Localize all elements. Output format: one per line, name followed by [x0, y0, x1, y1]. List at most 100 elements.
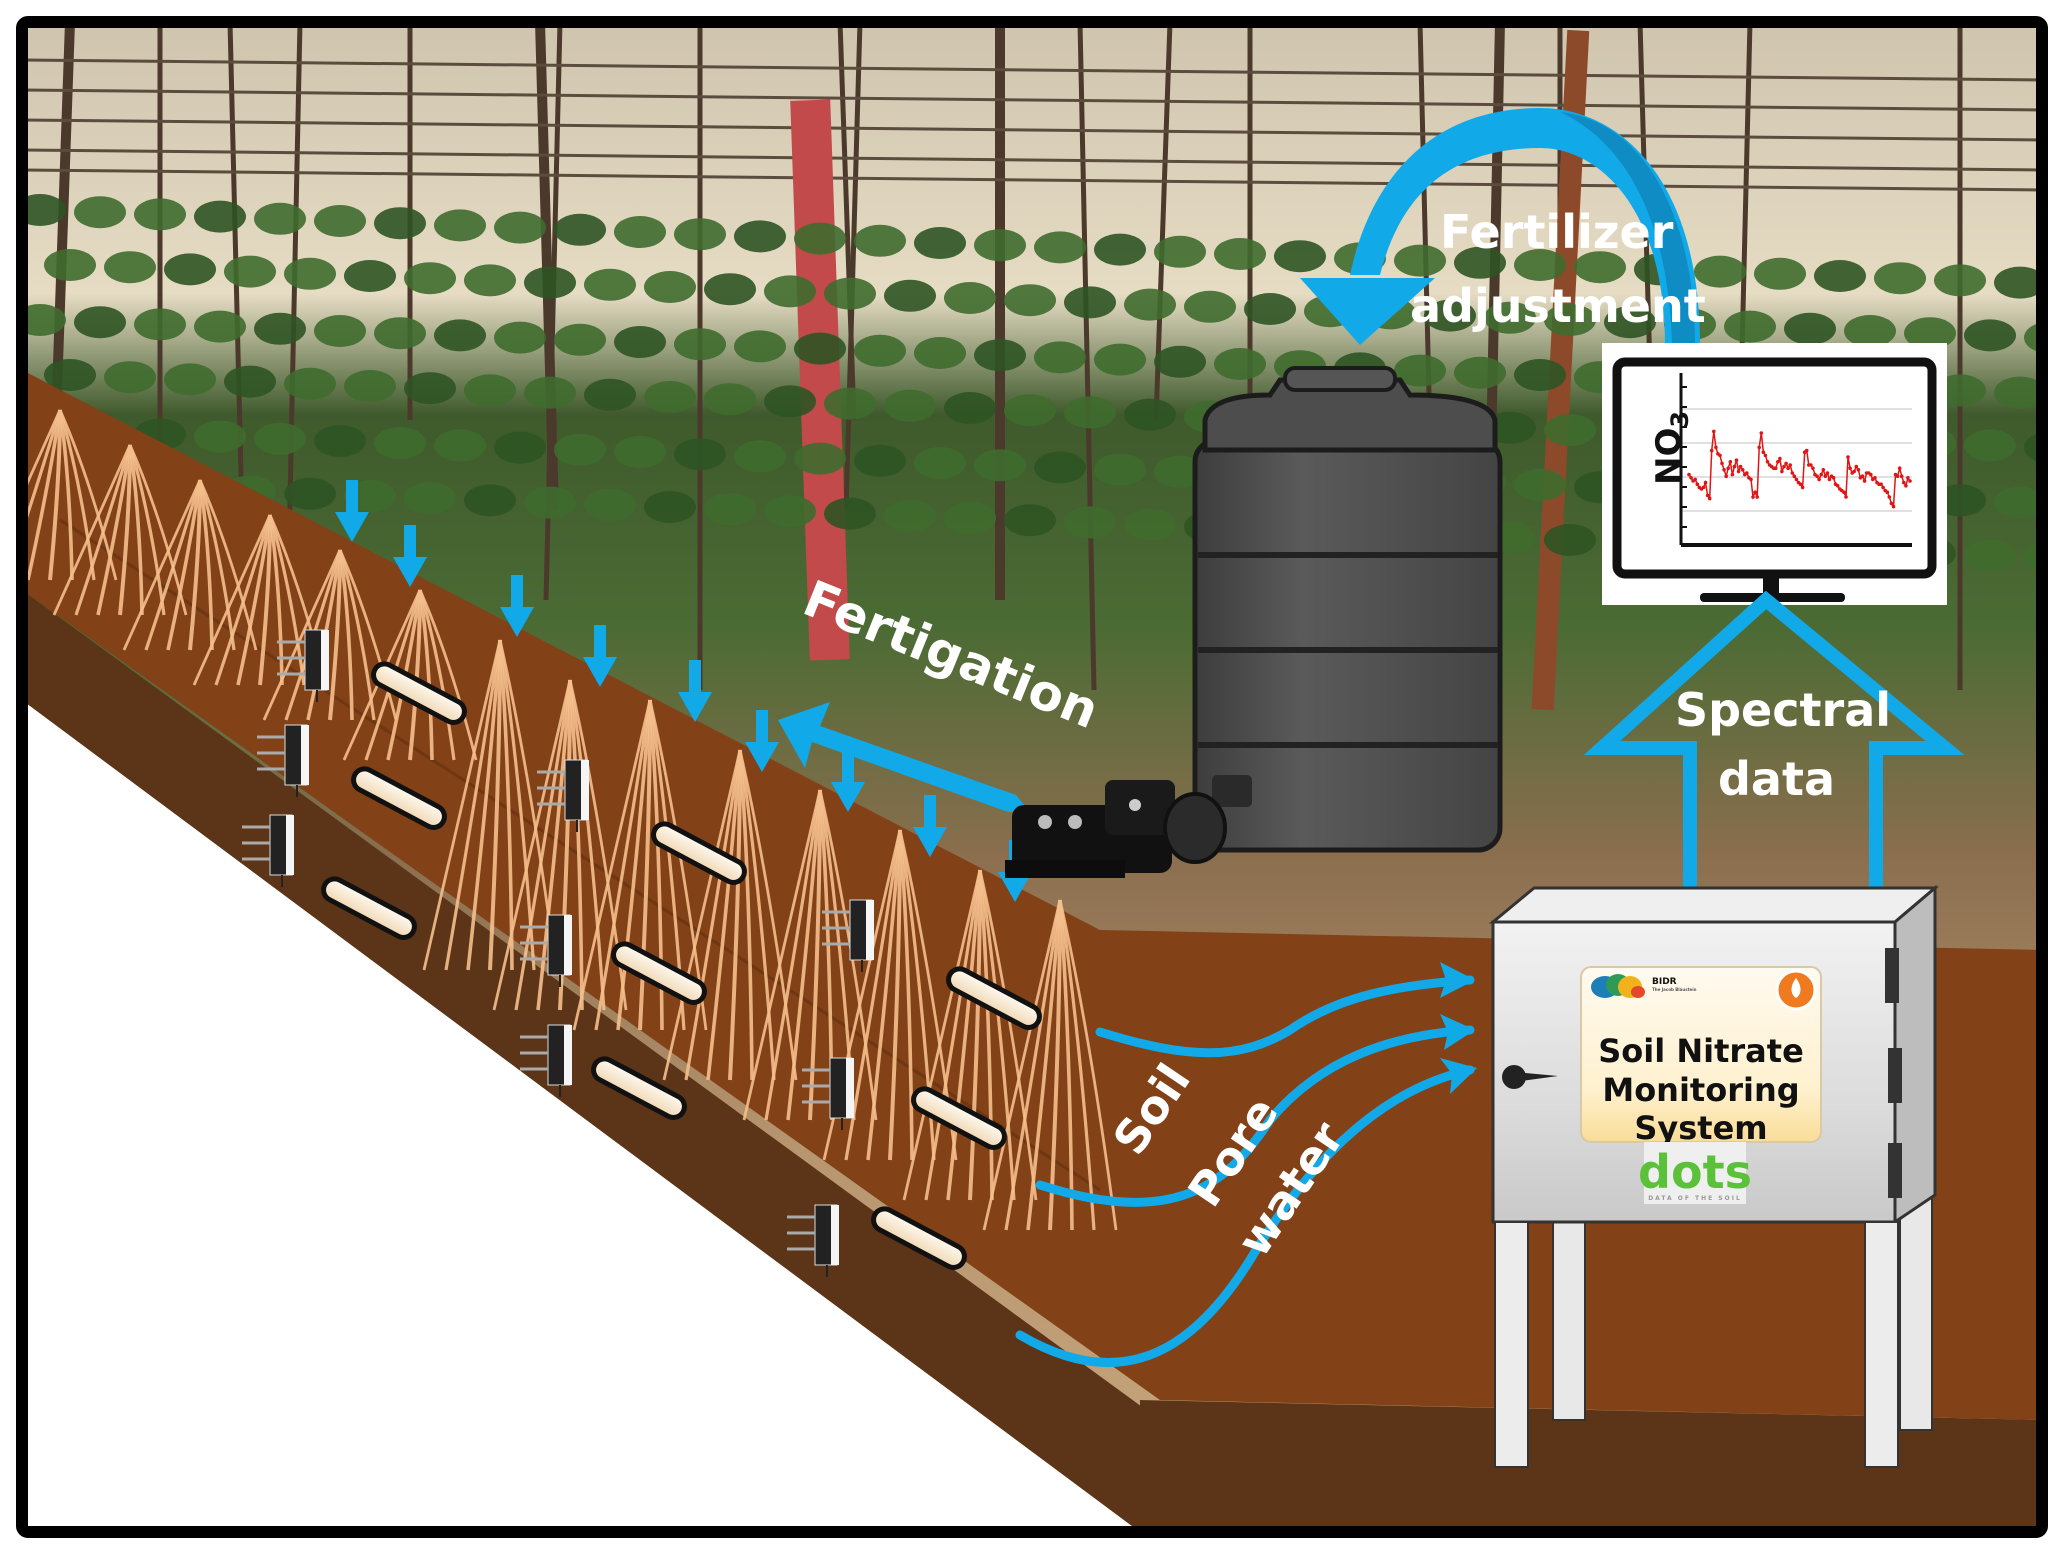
no3-data-point — [1873, 476, 1877, 480]
plant — [734, 330, 786, 363]
root-strand — [568, 679, 606, 1011]
no3-data-point — [1804, 448, 1809, 453]
soil-moisture-sensor — [257, 724, 309, 797]
root-strand — [166, 479, 202, 651]
no3-data-point — [1701, 485, 1706, 490]
pore-water-arrowhead-1 — [1440, 962, 1475, 998]
root-strand — [214, 514, 272, 686]
drip-arrow-shaft — [689, 660, 701, 698]
no3-data-point — [1790, 471, 1795, 475]
no3-data-point — [1906, 476, 1910, 480]
root-strand — [96, 444, 132, 616]
plant — [1004, 394, 1056, 427]
root-strand — [58, 409, 96, 581]
no3-data-point — [1763, 453, 1768, 458]
plant — [494, 431, 546, 464]
plant — [1544, 414, 1596, 446]
no3-data-point — [1709, 448, 1714, 453]
no3-data-point — [1784, 461, 1788, 466]
no3-data-point — [1881, 485, 1885, 490]
plant — [1844, 315, 1896, 347]
greenhouse-wire — [22, 148, 2042, 172]
pore-water-arrowhead-3 — [1440, 1058, 1477, 1094]
root-strand — [236, 514, 272, 686]
root-strand — [594, 699, 652, 1031]
plant — [734, 440, 786, 473]
plant — [974, 229, 1026, 262]
root-strand — [128, 444, 144, 616]
root-strand — [616, 699, 652, 1031]
plant — [164, 363, 216, 396]
root-strand — [284, 549, 342, 721]
root-strand — [738, 749, 798, 1081]
root-strand — [902, 869, 982, 1201]
sensor-face — [286, 815, 294, 875]
root-strand — [1058, 899, 1096, 1231]
plant — [254, 202, 306, 235]
root-strand — [262, 549, 342, 721]
plant — [1514, 469, 1566, 501]
root-strand — [818, 789, 878, 1121]
plant — [1604, 306, 1656, 339]
tank-top — [1202, 377, 1498, 453]
root-strand — [738, 749, 754, 1081]
no3-axis-label: NO3 — [1649, 411, 1694, 485]
tank-cap — [1283, 366, 1397, 392]
plant — [674, 328, 726, 361]
soil-moisture-sensor — [537, 759, 589, 832]
plant — [1274, 240, 1326, 273]
plant — [254, 422, 306, 455]
no3-data-point — [1848, 466, 1852, 471]
root-strand — [258, 514, 272, 686]
root-system — [262, 549, 398, 721]
plant — [584, 488, 636, 521]
plant — [344, 370, 396, 402]
plant — [554, 213, 606, 246]
no3-data-point — [1821, 468, 1826, 472]
sensor-face — [581, 760, 589, 820]
no3-data-point — [1761, 450, 1766, 455]
plant — [1694, 255, 1746, 288]
monitor-neck — [1763, 578, 1779, 593]
greenhouse-pole — [843, 22, 863, 511]
no3-data-point — [1740, 468, 1745, 472]
greenhouse-pole — [51, 22, 75, 421]
cabinet-leg-back-right — [1899, 1189, 1933, 1431]
drip-arrow-shaft — [346, 480, 358, 518]
plant — [404, 372, 456, 405]
plant — [1784, 312, 1836, 345]
figure-frame — [16, 16, 2048, 1538]
plant — [1904, 317, 1956, 350]
plant — [1094, 453, 1146, 486]
root-strand — [728, 749, 742, 1081]
no3-subscript: 3 — [1666, 411, 1694, 428]
no3-data-point — [1860, 474, 1865, 479]
no3-data-point — [1689, 476, 1693, 480]
root-strand — [418, 589, 478, 761]
root-strand — [1058, 899, 1074, 1231]
plant — [1004, 284, 1056, 317]
root-strand — [738, 749, 776, 1081]
root-strand — [764, 789, 822, 1121]
plant — [1214, 348, 1266, 380]
no3-data-point — [1695, 482, 1700, 487]
label-fertilizer: Fertilizer — [1440, 205, 1674, 259]
plant — [884, 279, 936, 312]
plant — [554, 323, 606, 356]
sign-line-1: Soil Nitrate — [1598, 1032, 1804, 1070]
sign-line-3: System — [1634, 1109, 1767, 1147]
plant — [914, 227, 966, 259]
drip-arrow-head — [913, 827, 947, 857]
no3-data-point — [1745, 471, 1749, 475]
root-strand — [128, 444, 166, 616]
suction-cup-sampler — [591, 1056, 687, 1120]
plant — [764, 495, 816, 528]
plant — [314, 315, 366, 347]
no3-data-point — [1800, 485, 1805, 490]
no3-data-point — [1792, 474, 1797, 479]
root-strand — [52, 444, 132, 616]
plant — [434, 319, 486, 352]
pore-water-arrows — [1015, 975, 1475, 1367]
root-system — [982, 899, 1118, 1231]
no3-data-point — [1817, 477, 1821, 482]
